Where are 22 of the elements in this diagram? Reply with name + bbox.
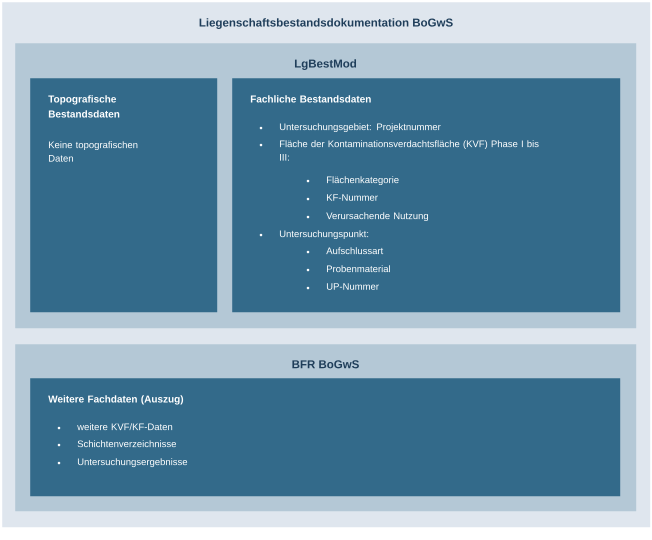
list-item: Aufschlussart: [326, 247, 384, 254]
body-text: Keine topografischen Daten: [48, 141, 138, 162]
list-item: weitere KVF/KF-Daten: [77, 423, 172, 430]
list-item: Untersuchungspunkt:: [280, 230, 368, 240]
box-heading: Topografische Bestandsdaten: [48, 95, 120, 118]
content-box: [232, 78, 620, 312]
list-item: Untersuchungsgebiet: Projektnummer: [280, 123, 441, 132]
content-box: [30, 378, 620, 496]
list-item: Schichtenverzeichnisse: [78, 440, 176, 448]
list-item: Fläche der Kontaminationsverdachtsfläche (KVF) Phase I bis III:: [280, 140, 539, 161]
panel-title: BFR BoGwS: [292, 360, 359, 368]
list-item: KF-Nummer: [327, 194, 378, 201]
box-heading: Weitere Fachdaten (Auszug): [48, 395, 184, 405]
content-box: [30, 78, 218, 312]
box-heading: Fachliche Bestandsdaten: [250, 95, 371, 103]
list-item: Verursachende Nutzung: [326, 212, 428, 222]
list-item: Flächenkategorie: [327, 176, 399, 186]
panel-title: LgBestMod: [294, 59, 356, 70]
list-item: Untersuchungsergebnisse: [78, 458, 188, 468]
panel-title: Liegenschaftsbestandsdokumentation BoGwS: [200, 18, 453, 29]
list-item: UP-Nummer: [326, 283, 379, 290]
list-item: Probenmaterial: [327, 265, 390, 272]
